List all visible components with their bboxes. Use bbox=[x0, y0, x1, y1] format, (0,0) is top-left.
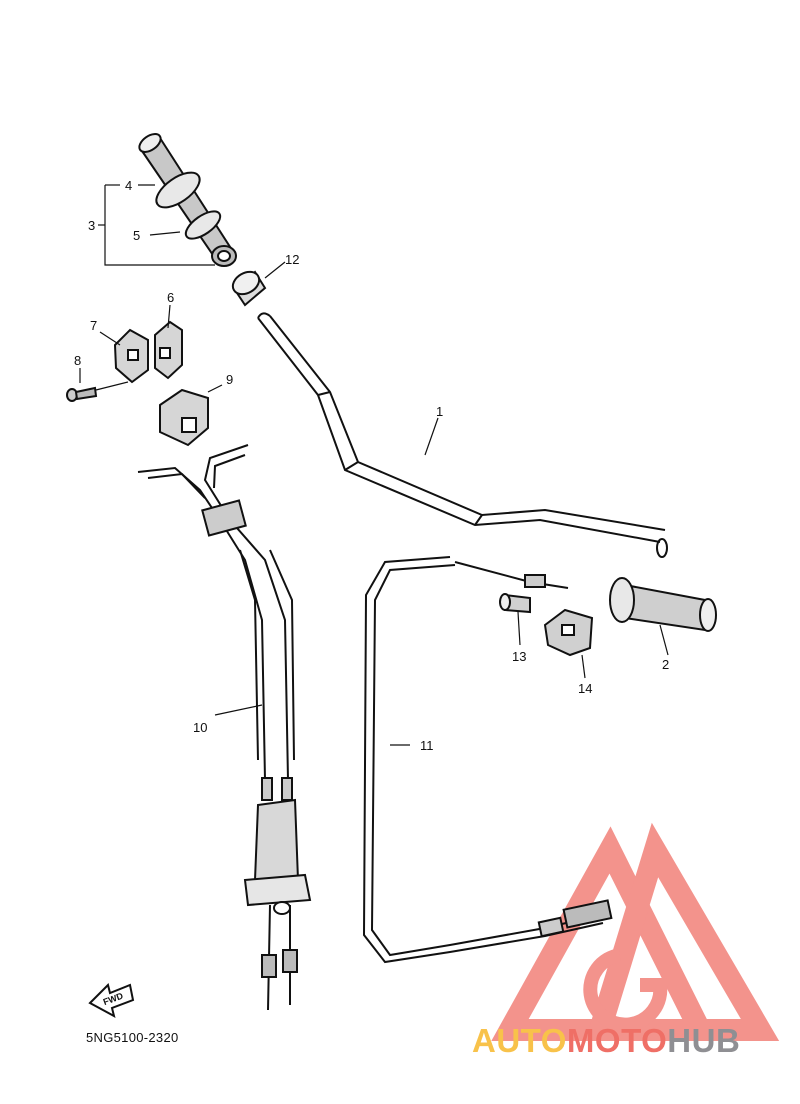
holder-pair bbox=[99, 304, 183, 384]
collar-12 bbox=[231, 261, 286, 307]
adjuster-13 bbox=[499, 593, 531, 646]
callout-1: 1 bbox=[436, 404, 443, 419]
callout-14: 14 bbox=[578, 681, 592, 696]
watermark-hub: HUB bbox=[667, 1022, 741, 1059]
watermark-logo bbox=[491, 822, 780, 1041]
fwd-arrow-icon: FWD bbox=[88, 983, 135, 1018]
part-code: 5NG5100-2320 bbox=[86, 1030, 179, 1045]
callout-numbers: 1 2 3 4 5 6 7 8 9 10 11 12 13 14 bbox=[74, 178, 669, 753]
throttle-cables bbox=[137, 444, 312, 1011]
leader-lines bbox=[424, 417, 439, 456]
bolt-8 bbox=[66, 368, 129, 402]
callout-4: 4 bbox=[125, 178, 132, 193]
callout-10: 10 bbox=[193, 720, 207, 735]
callout-13: 13 bbox=[512, 649, 526, 664]
callout-11: 11 bbox=[420, 738, 434, 753]
watermark-moto: MOTO bbox=[566, 1022, 668, 1059]
right-grip bbox=[609, 577, 717, 656]
left-grip-assembly bbox=[138, 133, 237, 267]
clutch-cable bbox=[362, 556, 613, 964]
callout-3: 3 bbox=[88, 218, 95, 233]
watermark-text: AUTOMOTOHUB bbox=[472, 1022, 740, 1060]
holder-9 bbox=[159, 384, 223, 447]
callout-12: 12 bbox=[285, 252, 299, 267]
callout-7: 7 bbox=[90, 318, 97, 333]
callout-bracket-3 bbox=[98, 184, 215, 266]
callout-8: 8 bbox=[74, 353, 81, 368]
callout-5: 5 bbox=[133, 228, 140, 243]
lever-holder-14 bbox=[543, 608, 594, 679]
callout-2: 2 bbox=[662, 657, 669, 672]
watermark-auto: AUTO bbox=[472, 1022, 567, 1059]
callout-6: 6 bbox=[167, 290, 174, 305]
handlebar bbox=[257, 312, 668, 558]
callout-9: 9 bbox=[226, 372, 233, 387]
